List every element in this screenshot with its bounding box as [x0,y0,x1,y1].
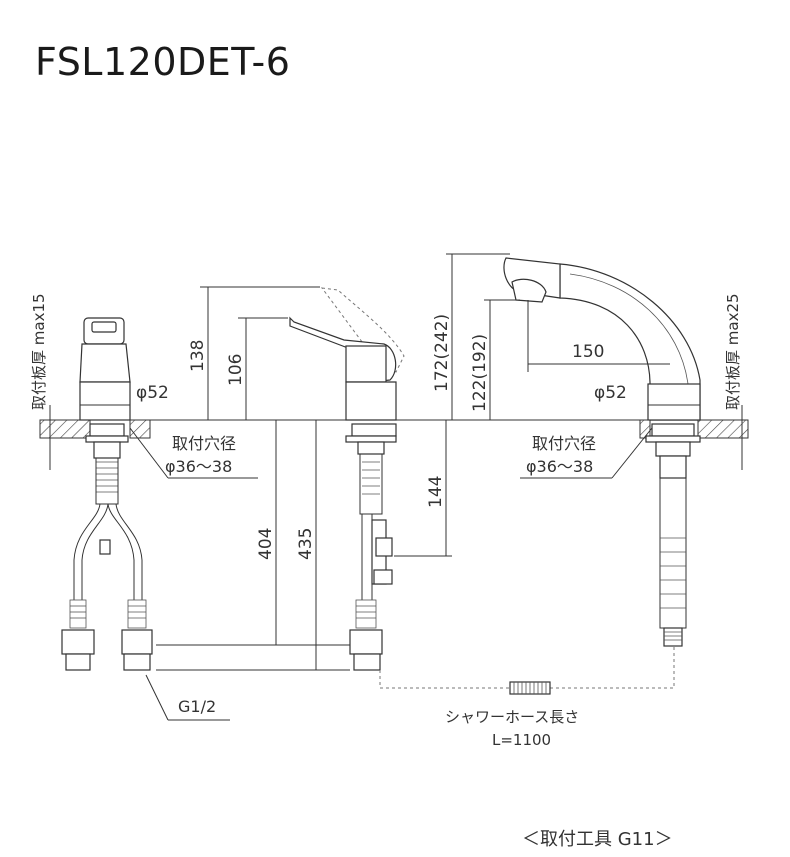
dimension-144: 144 [394,420,452,557]
svg-text:138: 138 [188,340,208,372]
faucet-side-view [289,287,405,671]
svg-text:150: 150 [572,342,604,362]
callout-hole-left: 取付穴径 φ36～38 [129,427,258,479]
dimension-phi52-left: φ52 [80,383,169,406]
dimension-150: 150 [527,300,670,372]
callout-thread: G1/2 [145,674,230,721]
hose-length-line: シャワーホース長さ L=1100 [379,646,675,749]
callout-hole-right: 取付穴径 φ36～38 [520,427,653,479]
svg-text:シャワーホース長さ: シャワーホース長さ [445,708,579,726]
svg-text:取付穴径: 取付穴径 [172,434,236,453]
svg-text:取付穴径: 取付穴径 [532,434,596,453]
svg-text:L=1100: L=1100 [492,731,551,749]
dimension-122: 122(192) [470,299,520,420]
thickness-right-label: 取付板厚 max25 [724,293,742,410]
thickness-left-label: 取付板厚 max15 [30,293,48,410]
dimension-435: 435 [156,420,350,671]
faucet-shower-view [503,257,701,647]
svg-text:φ36～38: φ36～38 [165,457,232,476]
svg-text:122(192): 122(192) [470,334,490,412]
footer-tool-note: ＜取付工具 G11＞ [522,829,673,850]
dimension-138: 138 [188,286,320,421]
dimension-thickness-left: 取付板厚 max15 [30,293,56,470]
svg-text:144: 144 [426,476,446,508]
dimension-172: 172(242) [432,253,510,420]
svg-text:106: 106 [226,354,246,386]
faucet-front-view [61,317,153,671]
phi52-right-label: φ52 [594,383,627,403]
dimension-404: 404 [156,420,350,646]
svg-text:φ36～38: φ36～38 [526,457,593,476]
svg-text:404: 404 [256,528,276,560]
svg-text:435: 435 [296,528,316,560]
svg-text:172(242): 172(242) [432,314,452,392]
phi52-left-label: φ52 [136,383,169,403]
svg-text:G1/2: G1/2 [178,697,216,716]
counter-right [639,419,749,439]
page-title: FSL120DET-6 [35,40,291,84]
dimension-phi52-right: φ52 [594,383,700,406]
dimension-thickness-right: 取付板厚 max25 [724,293,748,470]
dimension-106: 106 [226,317,288,420]
